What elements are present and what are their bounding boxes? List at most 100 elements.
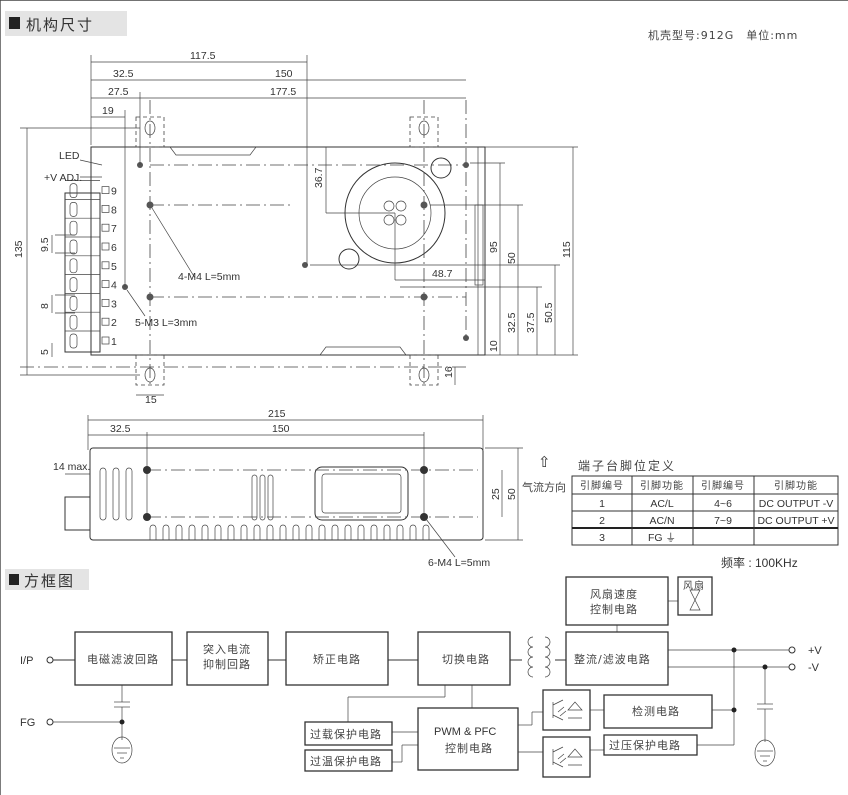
overload-label: 过载保护电路 [310, 727, 382, 741]
dim-32-5-right: 32.5 [506, 312, 518, 333]
vent-slot [99, 467, 107, 521]
vent-slot [240, 524, 248, 540]
vent-slot [162, 524, 170, 540]
dim-95: 95 [488, 241, 500, 253]
vent-slot [422, 524, 430, 540]
pin-table-title: 端子台脚位定义 [578, 458, 676, 473]
vent-slot [201, 524, 209, 540]
optocoupler-icon [542, 736, 591, 778]
vent-slot [292, 524, 300, 540]
vent-slot [149, 524, 157, 540]
vent-slot [266, 524, 274, 540]
overtemp-block [304, 749, 393, 772]
dim-150-side: 150 [272, 423, 290, 435]
table-cell: 3 [599, 532, 605, 544]
dim-50: 50 [506, 252, 518, 264]
vent-slot [227, 524, 235, 540]
side-view: 215 32.5 150 14 max. 25 50 6-M4 L=5mm ⇧ … [53, 408, 566, 569]
table-cell: 2 [599, 515, 605, 527]
table-cell: 7~9 [714, 515, 732, 527]
ovp-block [603, 734, 698, 756]
pin-table: 端子台脚位定义 引脚编号 引脚功能 引脚编号 引脚功能 1 AC/L 4~6 DC OUTPU… [571, 458, 839, 546]
vent-slot [383, 524, 391, 540]
dim-16: 16 [443, 366, 455, 378]
vent-slot [370, 524, 378, 540]
overload-block [304, 721, 393, 746]
dim-215: 215 [268, 408, 286, 420]
inrush-label-2: 抑制回路 [203, 657, 251, 671]
dim-10: 10 [488, 340, 500, 352]
led-label: LED [59, 150, 80, 162]
fan-icon [689, 589, 701, 611]
pwm-label-1: PWM & PFC [434, 726, 496, 738]
transformer-icon [527, 636, 551, 678]
vent-slot [318, 524, 326, 540]
vent-slot [305, 524, 313, 540]
output-rectifier-block [565, 631, 669, 686]
terminal-number: 4 [111, 280, 117, 292]
emi-filter-block [74, 631, 173, 686]
emi-label: 电磁滤波回路 [87, 653, 159, 666]
vent-slot [331, 524, 339, 540]
ip-label: I/P [20, 655, 33, 667]
detect-label: 检测电路 [632, 704, 680, 718]
table-cell: DC OUTPUT -V [759, 498, 833, 510]
vent-slot [112, 467, 120, 521]
output-rectifier-label: 整流/滤波电路 [574, 652, 651, 666]
inrush-label-1: 突入电流 [203, 642, 251, 656]
table-cell: 4~6 [714, 498, 732, 510]
fan-control-label-2: 控制电路 [590, 602, 638, 616]
table-cell: AC/N [649, 515, 674, 527]
vent-slot [214, 524, 222, 540]
dim-15: 15 [145, 394, 157, 406]
dim-48-7: 48.7 [432, 268, 453, 280]
switching-block [417, 631, 511, 686]
table-header: 引脚功能 [774, 479, 818, 492]
switching-label: 切换电路 [442, 652, 490, 666]
top-view: 117.5 32.5 150 27.5 177.5 19 135 36.7 48… [13, 50, 578, 406]
vent-slot [175, 524, 183, 540]
fan-control-label-1: 风扇速度 [590, 587, 638, 601]
vent-slot [357, 524, 365, 540]
ground-icon [111, 736, 133, 764]
terminal-number: 9 [111, 186, 117, 198]
dim-37-5: 37.5 [525, 312, 537, 333]
ovp-label: 过压保护电路 [609, 738, 681, 752]
terminal-number: 8 [111, 204, 117, 216]
vent-slot [344, 524, 352, 540]
terminal-number: 1 [111, 336, 117, 348]
dim-9-5: 9.5 [39, 237, 51, 252]
m3-note: 5-M3 L=3mm [135, 317, 197, 329]
neg-v-label: -V [808, 662, 820, 674]
vent-slot [279, 524, 287, 540]
airflow-arrow-icon: ⇧ [538, 454, 551, 471]
vent-slot [188, 524, 196, 540]
dim-32-5: 32.5 [113, 68, 134, 80]
rectifier-block [285, 631, 389, 686]
vent-slot [267, 474, 274, 521]
table-cell: 1 [599, 498, 605, 510]
section-header-block: 方框图 [5, 569, 89, 590]
vadj-label: +V ADJ. [44, 172, 82, 184]
terminal-number: 3 [111, 298, 117, 310]
vent-slot [259, 474, 266, 521]
overtemp-label: 过温保护电路 [310, 754, 382, 768]
m4-note: 4-M4 L=5mm [178, 271, 240, 283]
terminal-number: 5 [111, 261, 117, 273]
table-cell: FG ⏚ [648, 532, 676, 544]
ground-icon [754, 739, 776, 767]
pos-v-label: +V [808, 645, 822, 657]
optocoupler-icon [542, 689, 591, 731]
vent-slot [125, 467, 133, 521]
table-header: 引脚编号 [701, 479, 745, 492]
table-cell: AC/L [650, 498, 674, 510]
inrush-limit-block [186, 631, 269, 686]
pwm-label-2: 控制电路 [445, 741, 493, 755]
table-header: 引脚编号 [580, 479, 624, 492]
dim-27-5: 27.5 [108, 86, 129, 98]
fan-label: 风扇 [683, 579, 705, 592]
terminal-number: 7 [111, 223, 117, 235]
detect-block [603, 694, 713, 729]
table-header: 引脚功能 [640, 479, 684, 492]
